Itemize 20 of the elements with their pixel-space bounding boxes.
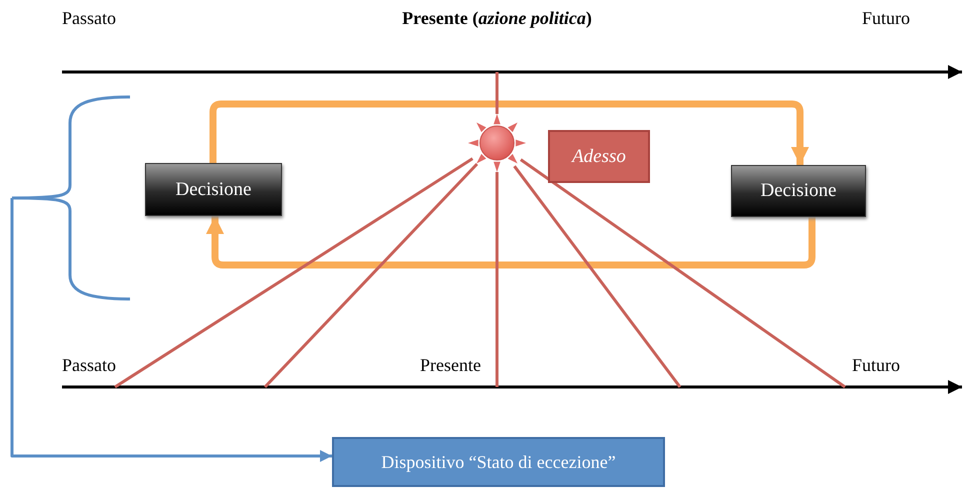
decision-box: Decisione xyxy=(145,163,282,216)
ray-line xyxy=(496,172,498,387)
time-label: Presente xyxy=(420,355,481,376)
time-label: Passato xyxy=(62,355,116,376)
sun-icon xyxy=(467,113,527,173)
ray-line xyxy=(513,165,682,388)
device-box: Dispositivo “Stato di eccezione” xyxy=(332,437,665,487)
time-label: Presente (azione politica) xyxy=(402,8,592,29)
arrow xyxy=(206,216,816,268)
ray-line xyxy=(264,162,478,388)
ray-line xyxy=(520,158,846,388)
decision-box: Decisione xyxy=(731,165,866,217)
arrow xyxy=(210,100,809,165)
ray-line xyxy=(114,157,474,388)
time-label: Futuro xyxy=(862,8,910,29)
highlight-box: Adesso xyxy=(548,130,650,183)
arrow xyxy=(10,198,332,462)
ray-line xyxy=(496,72,498,114)
time-label: Passato xyxy=(62,8,116,29)
time-label: Futuro xyxy=(852,355,900,376)
